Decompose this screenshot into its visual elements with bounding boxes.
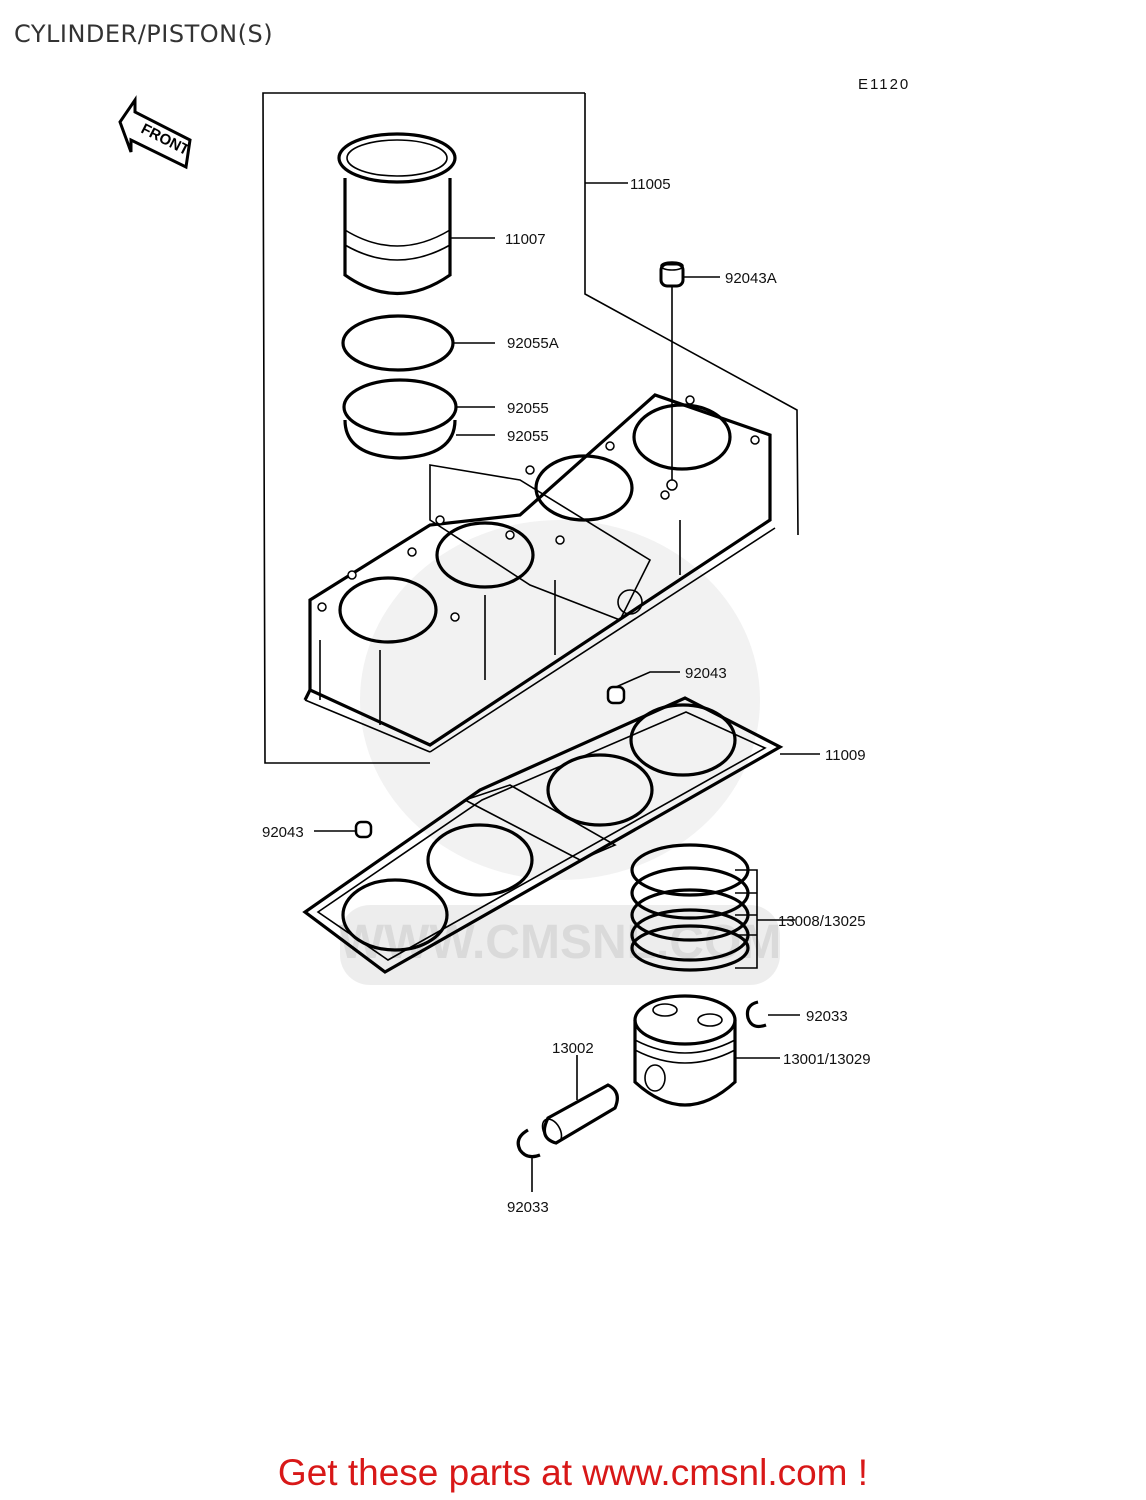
part-label-92055-upper[interactable]: 92055 xyxy=(507,400,549,417)
cylinder-rings xyxy=(342,378,495,460)
circlip-icon xyxy=(745,1000,800,1029)
front-arrow-icon: FRONT xyxy=(118,95,192,170)
part-label-11007[interactable]: 11007 xyxy=(505,231,546,248)
cylinder-block xyxy=(303,393,776,753)
head-gasket xyxy=(302,696,820,974)
part-label-92043-upper[interactable]: 92043 xyxy=(685,665,727,682)
part-label-92033-left[interactable]: 92033 xyxy=(507,1199,549,1216)
part-label-92055a[interactable]: 92055A xyxy=(507,335,559,352)
dowel-pin-icon xyxy=(314,820,373,839)
page-title: CYLINDER/PISTON(S) xyxy=(14,20,274,48)
piston-pin xyxy=(541,1055,619,1145)
part-label-92055-lower[interactable]: 92055 xyxy=(507,428,549,445)
part-label-11009[interactable]: 11009 xyxy=(825,747,866,764)
footer-link[interactable]: Get these parts at www.cmsnl.com ! xyxy=(277,1452,869,1493)
assembly-bracket xyxy=(262,92,585,764)
dowel-pin-icon xyxy=(606,671,680,705)
piston xyxy=(633,994,780,1107)
cylinder-liner xyxy=(337,132,495,295)
o-ring xyxy=(341,314,455,372)
part-label-13001-13029[interactable]: 13001/13029 xyxy=(783,1051,871,1068)
part-label-13008-13025[interactable]: 13008/13025 xyxy=(778,913,866,930)
part-label-92033-right[interactable]: 92033 xyxy=(806,1008,848,1025)
part-label-11005[interactable]: 11005 xyxy=(630,176,671,193)
part-label-92043-lower[interactable]: 92043 xyxy=(262,824,304,841)
diagram-code: E1120 xyxy=(858,76,910,93)
circlip-icon xyxy=(516,1128,541,1192)
part-label-92043a[interactable]: 92043A xyxy=(725,270,777,287)
dowel-pin-icon xyxy=(659,261,720,485)
part-label-13002[interactable]: 13002 xyxy=(552,1040,594,1057)
piston-rings xyxy=(630,843,795,972)
